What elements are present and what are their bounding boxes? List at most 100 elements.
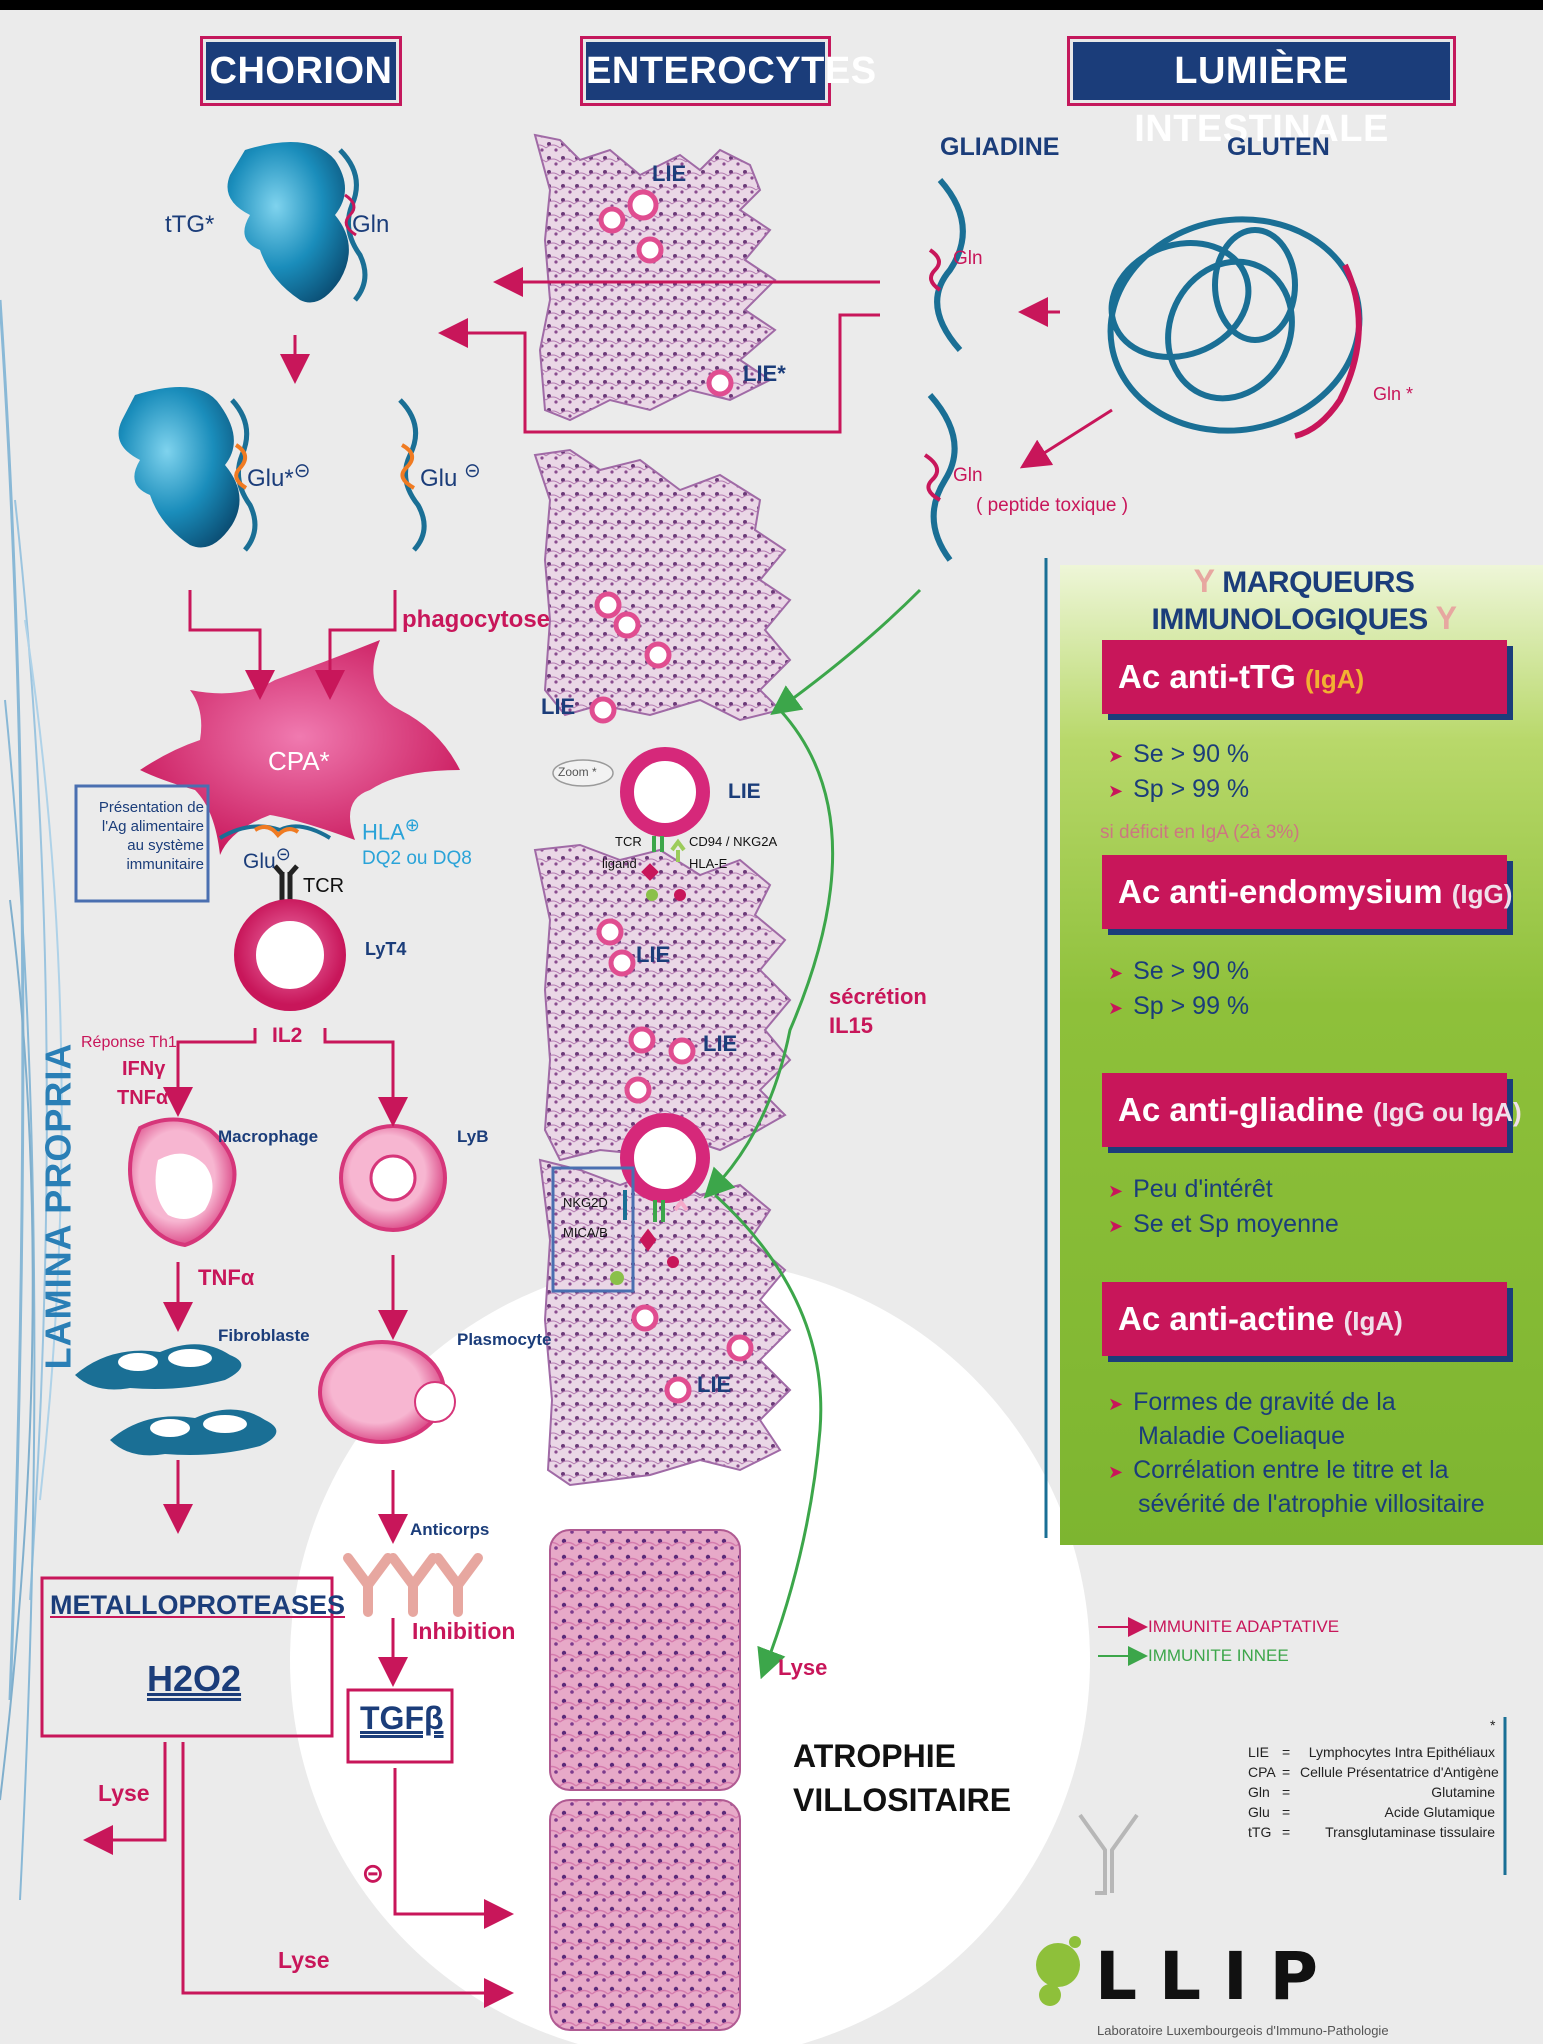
label-ttg: tTG* [165, 211, 214, 239]
label-tcr-chorion: TCR [303, 875, 344, 898]
legend-key: LIE [1248, 1744, 1269, 1760]
legend-eq: = [1282, 1824, 1290, 1840]
label-h2o2: H2O2 [147, 1658, 241, 1700]
legend-key: tTG [1248, 1824, 1271, 1840]
label-lie-5: LIE [703, 1031, 737, 1057]
marker-bullet: ➤Se > 90 % [1108, 957, 1249, 986]
marker-bullet: ➤Sp > 99 % [1108, 992, 1249, 1021]
label-peptide-toxique: ( peptide toxique ) [976, 495, 1128, 517]
marker-bullet: ➤Corrélation entre le titre et la [1108, 1456, 1449, 1485]
markers-title: Y MARQUEURS IMMUNOLOGIQUES Y [1065, 563, 1543, 603]
label-gliadine: GLIADINE [940, 133, 1059, 162]
legend-innee: IMMUNITE INNEE [1148, 1646, 1289, 1666]
lie-large-cell-2 [627, 1120, 703, 1196]
presentation-text: Présentation de l'Ag alimentaire au syst… [80, 798, 204, 874]
marker-box-endomysium: Ac anti-endomysium (IgG) [1102, 855, 1507, 929]
label-lyse-2: Lyse [278, 1947, 330, 1974]
ttg-blob-2 [119, 387, 240, 548]
label-lie-2: LIE [541, 694, 575, 720]
legend-key: Gln [1248, 1784, 1270, 1800]
label-metalloproteases: METALLOPROTEASES [50, 1590, 345, 1621]
label-lie-3: LIE [728, 780, 761, 804]
label-zoom: Zoom * [558, 765, 597, 779]
header-enterocytes: ENTEROCYTES [583, 39, 828, 103]
label-phagocytose: phagocytose [402, 606, 550, 634]
label-ifn: IFNγ [122, 1058, 165, 1081]
legend-def: Acide Glutamique [1300, 1804, 1495, 1820]
legend-def: Cellule Présentatrice d'Antigène [1300, 1764, 1495, 1780]
label-lamina-propria: LAMINA PROPRIA [37, 1043, 79, 1370]
label-lie-star: LIE* [743, 361, 786, 387]
legend-def: Lymphocytes Intra Epithéliaux [1300, 1744, 1495, 1760]
antibody-icon: Y [1436, 600, 1457, 636]
label-gln-star: Gln * [1373, 384, 1413, 405]
label-hla-e: HLA-E [689, 856, 727, 871]
label-glu-cpa: Glu⊝ [243, 844, 291, 874]
legend-eq: = [1282, 1804, 1290, 1820]
label-lie-1: LIE [652, 161, 686, 187]
header-chorion: CHORION [203, 39, 399, 103]
logo-subtitle: Laboratoire Luxembourgeois d'Immuno-Path… [1097, 2023, 1389, 2038]
label-dq: DQ2 ou DQ8 [362, 848, 472, 870]
legend-def: Glutamine [1300, 1784, 1495, 1800]
marker-box-ttg: Ac anti-tTG (IgA) [1102, 640, 1507, 714]
label-lyb: LyB [457, 1127, 489, 1147]
label-reponse-th1: Réponse Th1 [81, 1034, 177, 1052]
label-atrophie: ATROPHIE [793, 1738, 956, 1775]
marker-bullet: ➤Peu d'intérêt [1108, 1175, 1273, 1204]
label-il2: IL2 [272, 1024, 302, 1048]
label-glu-star: Glu*⊝ [247, 458, 310, 493]
marker-bullet: ➤Se et Sp moyenne [1108, 1210, 1339, 1239]
legend-key: CPA [1248, 1764, 1276, 1780]
logo-llip: LLIP [1095, 1938, 1340, 2015]
top-strip [0, 0, 1543, 10]
legend-adaptive: IMMUNITE ADAPTATIVE [1148, 1617, 1339, 1637]
marker-box-actine: Ac anti-actine (IgA) [1102, 1282, 1507, 1356]
label-lie-4: LIE [636, 942, 670, 968]
antibody-icon: Y [1194, 563, 1215, 599]
label-gln-1: Gln [953, 248, 983, 270]
label-secretion: sécrétion [829, 984, 927, 1010]
label-tcr-entero: TCR [615, 834, 642, 849]
label-macrophage: Macrophage [218, 1127, 318, 1147]
label-glu: Glu ⊝ [420, 458, 481, 493]
legend-eq: = [1282, 1764, 1290, 1780]
legend-star: * [1490, 1717, 1495, 1733]
label-plasmocyte: Plasmocyte [457, 1330, 552, 1350]
ttg-blob [228, 142, 349, 303]
legend-eq: = [1282, 1784, 1290, 1800]
label-lyse-1: Lyse [98, 1780, 150, 1807]
label-lie-6: LIE [697, 1372, 731, 1398]
label-nkg2d: NKG2D [563, 1195, 608, 1210]
marker-box-gliadine: Ac anti-gliadine (IgG ou IgA) [1102, 1073, 1507, 1147]
marker-bullet: ➤Formes de gravité de la [1108, 1388, 1396, 1417]
label-mica: MICA/B [563, 1225, 608, 1240]
label-gln-2: Gln [953, 465, 983, 487]
label-lyse-entero: Lyse [778, 1655, 827, 1681]
label-gln-ttg: Gln [352, 211, 389, 239]
label-cpa: CPA* [268, 746, 330, 777]
label-il15: IL15 [829, 1013, 873, 1039]
label-fibroblaste: Fibroblaste [218, 1326, 310, 1346]
label-cd94: CD94 / NKG2A [689, 834, 777, 849]
label-anticorps: Anticorps [410, 1520, 489, 1540]
lie-large-cell [627, 754, 703, 830]
label-deficit: si déficit en IgA (2à 3%) [1100, 822, 1300, 844]
marker-bullet: ➤Sp > 99 % [1108, 775, 1249, 804]
label-gluten: GLUTEN [1227, 133, 1330, 162]
label-tnf-2: TNFα [198, 1265, 254, 1291]
label-inhibition: Inhibition [412, 1618, 515, 1645]
header-lumiere: LUMIÈRE INTESTINALE [1070, 39, 1453, 103]
fibroblaste-cell [75, 1344, 241, 1389]
label-villositaire: VILLOSITAIRE [793, 1782, 1011, 1819]
marker-bullet-cont: sévérité de l'atrophie villositaire [1138, 1490, 1485, 1519]
legend-key: Glu [1248, 1804, 1270, 1820]
label-ligand: ligand [602, 856, 637, 871]
label-minus: ⊝ [362, 1858, 384, 1889]
marker-bullet-cont: Maladie Coeliaque [1138, 1422, 1345, 1451]
marker-bullet: ➤Se > 90 % [1108, 740, 1249, 769]
label-tnf: TNFα [117, 1087, 168, 1110]
legend-def: Transglutaminase tissulaire [1300, 1824, 1495, 1840]
label-tgfb: TGFβ [360, 1700, 444, 1737]
legend-eq: = [1282, 1744, 1290, 1760]
